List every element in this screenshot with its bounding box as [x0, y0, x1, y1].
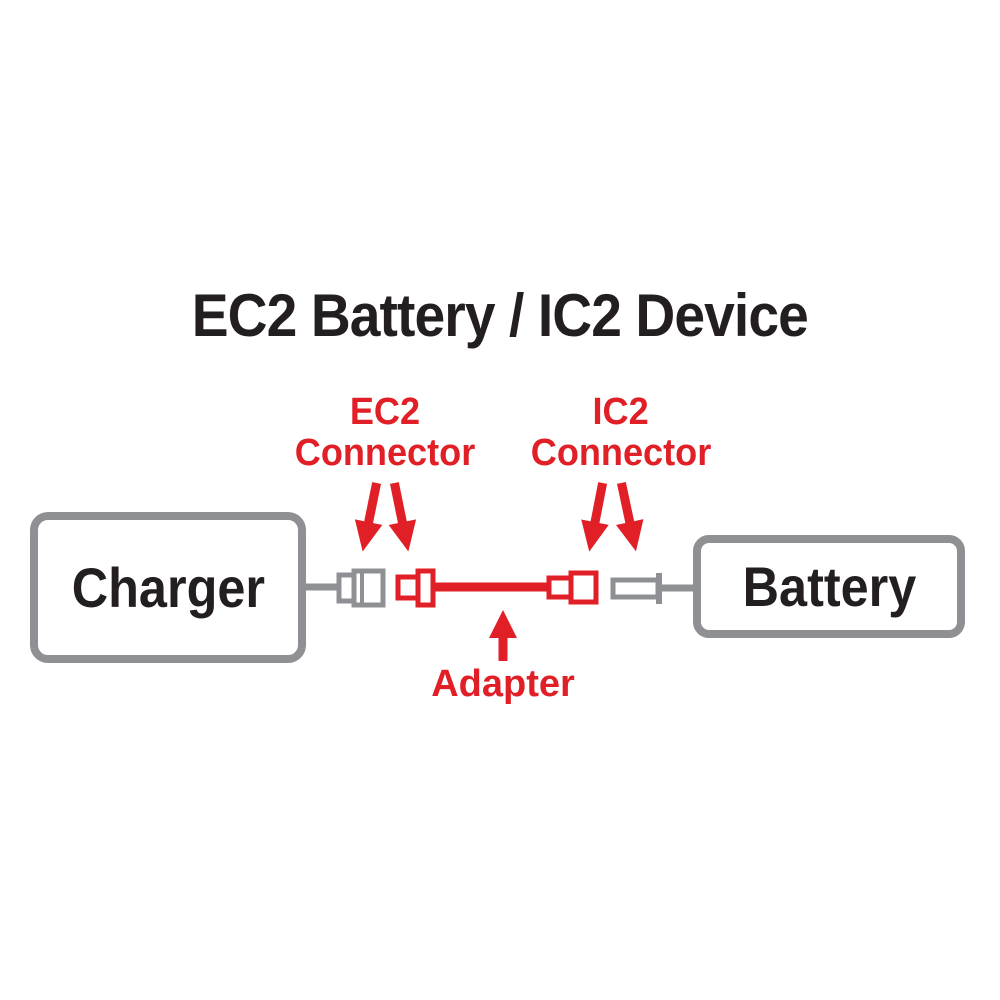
charger-plug	[336, 568, 386, 608]
battery-box-label: Battery	[742, 555, 916, 618]
arrow-down-icon	[354, 482, 383, 552]
page-title-text: EC2 Battery / IC2 Device	[191, 282, 809, 349]
page-title: EC2 Battery / IC2 Device	[0, 281, 1000, 350]
adapter-label-text: Adapter	[431, 663, 575, 705]
ic2-connector-label: IC2 Connector	[526, 392, 716, 474]
ec2-connector-label-line2: Connector	[294, 432, 476, 474]
ec2-connector-label-line1: EC2	[349, 391, 421, 433]
ic2-connector-label-line2: Connector	[530, 432, 712, 474]
ec2-connector-label: EC2 Connector	[290, 392, 480, 474]
arrow-down-icon	[616, 482, 644, 552]
battery-box: Battery	[693, 535, 965, 638]
charger-box-label: Charger	[71, 556, 265, 619]
ec2-connector-plug	[395, 568, 436, 608]
ic2-connector-label-line1: IC2	[592, 391, 650, 433]
adapter-label: Adapter	[431, 663, 575, 706]
charger-box: Charger	[30, 512, 306, 663]
arrow-down-icon	[581, 482, 609, 552]
battery-plug	[610, 573, 662, 604]
arrow-up-icon	[489, 610, 517, 661]
ic2-connector-plug	[546, 570, 599, 605]
arrow-down-icon	[388, 482, 417, 552]
